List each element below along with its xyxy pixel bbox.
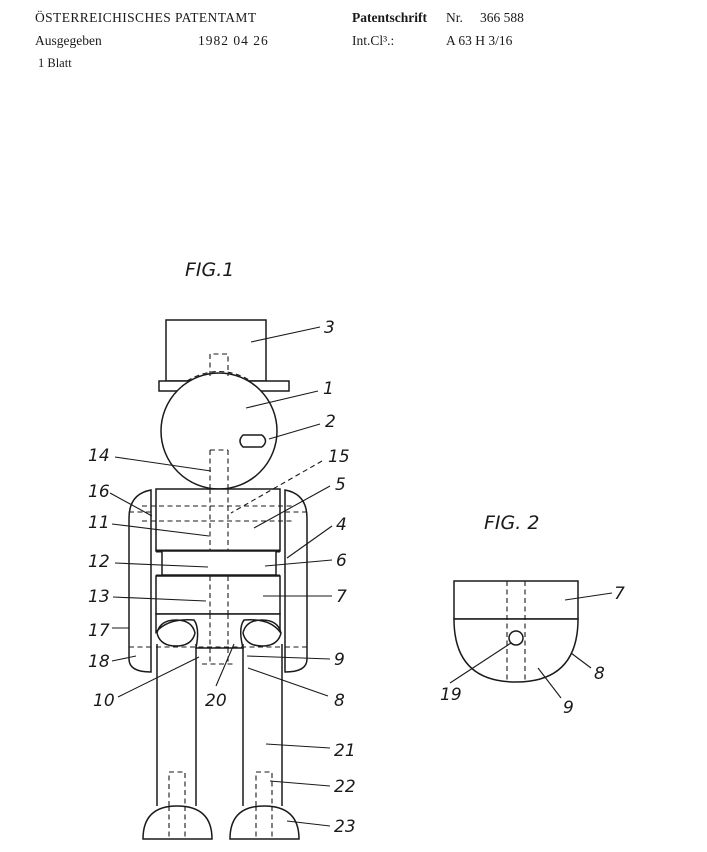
figure-2: FIG. 2 7 8 19 9 [440,512,625,718]
ref-label: 11 [88,513,110,533]
hemisphere-detail [454,619,578,682]
hip-block [156,576,280,614]
ref-label: 17 [88,621,110,641]
waist-piece [162,551,276,575]
figure-1: FIG.1 [88,259,356,839]
ref-label: 7 [336,587,347,607]
ref-label: 9 [334,650,345,670]
figure-1-title: FIG.1 [185,259,234,281]
bore-hole [509,631,523,645]
ref-label: 15 [328,447,350,467]
ref-label: 1 [323,379,334,399]
ref-label: 3 [324,318,335,338]
right-arm [285,490,307,672]
right-foot [230,806,299,839]
ref-label: 13 [88,587,110,607]
ref-label: 23 [334,817,356,837]
ref-label: 6 [336,551,347,571]
ref-label: 22 [334,777,356,797]
hip-block-detail [454,581,578,619]
left-arm [129,490,151,672]
ref-label: 18 [88,652,110,672]
head [161,373,277,489]
torso-block [156,489,280,551]
ref-label: 8 [334,691,345,711]
figure-2-title: FIG. 2 [484,512,539,534]
hip-socket [156,614,280,648]
ref-label: 12 [88,552,110,572]
ref-label: 20 [205,691,227,711]
ref-label: 10 [93,691,115,711]
left-foot [143,806,212,839]
ref-label: 19 [440,685,462,705]
ref-label: 5 [335,475,346,495]
ref-label: 9 [563,698,574,718]
right-hip-ball [243,620,281,646]
ref-label: 2 [325,412,336,432]
ref-label: 8 [594,664,605,684]
ref-label: 7 [614,584,625,604]
ref-label: 16 [88,482,110,502]
ref-label: 14 [88,446,110,466]
ref-label: 4 [336,515,347,535]
ref-label: 21 [334,741,356,761]
left-hip-ball [157,620,195,646]
